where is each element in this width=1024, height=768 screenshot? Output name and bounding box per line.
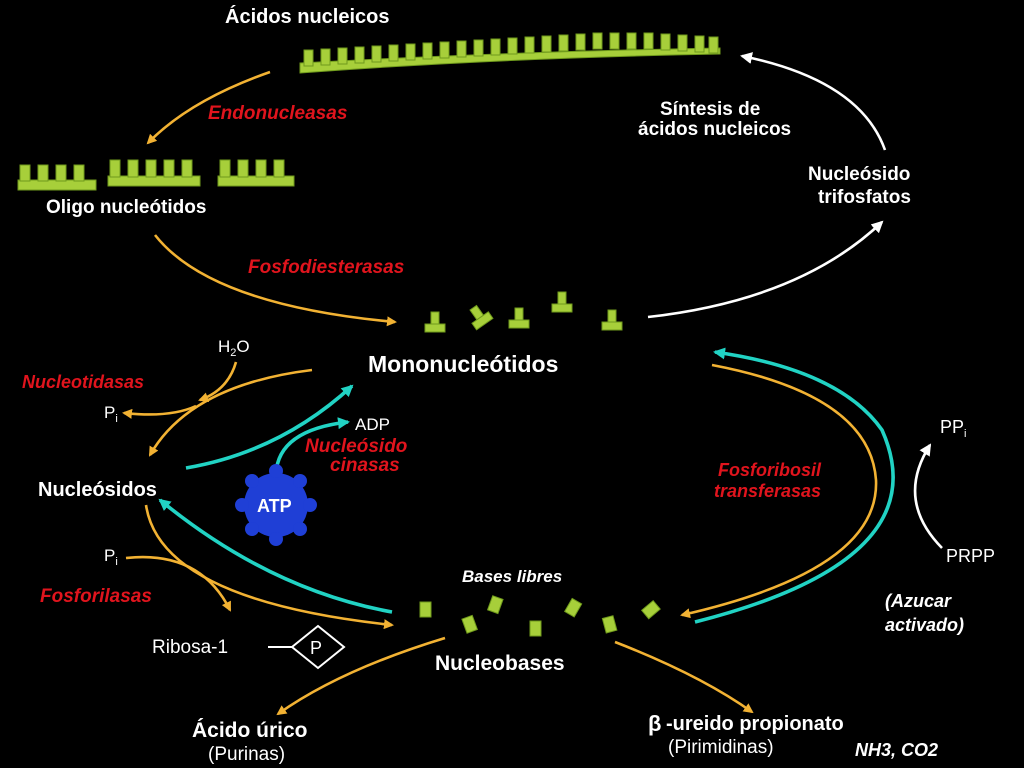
bases-libres-label: Bases libres [462, 567, 562, 586]
nucleotidasas-label: Nucleotidasas [22, 372, 144, 392]
salvage-to-mononucleotidos-arrow [694, 347, 895, 624]
pi-label-top: Pi [104, 403, 118, 425]
synthesis-arrow-lower [647, 220, 884, 319]
acido-urico-label: Ácido úrico [192, 719, 308, 742]
prpp-to-ppi-arrow [913, 443, 943, 549]
fosforibosil-label-line2: transferasas [714, 481, 821, 501]
nucleosido-cinasas-line2: cinasas [330, 455, 400, 476]
oligo-nucleotidos-label: Oligo nucleótidos [46, 197, 206, 218]
ribosa-label: Ribosa-1 [152, 637, 228, 658]
fosforilasas-arrow [144, 504, 394, 630]
nucleotidasas-arrow [148, 368, 313, 457]
nucleosido-trifosfatos-line1: Nucleósido [808, 164, 910, 185]
nh3-co2-label: NH3, CO2 [855, 740, 938, 760]
atp-gear-icon [235, 464, 317, 546]
kinase-arrow [185, 384, 354, 470]
beta-symbol: β [648, 711, 661, 736]
sintesis-label-line2: ácidos nucleicos [638, 119, 791, 140]
salvage-to-nucleosidos-arrow [158, 498, 393, 614]
phosphate-label: P [310, 638, 322, 658]
mononucleotide-icons [424, 291, 623, 333]
purine-degradation-arrow [276, 636, 446, 716]
h2o-arrow [198, 361, 238, 403]
ureido-propionato-label: -ureido propionato [666, 713, 844, 735]
pi-to-ribosa-arrow [125, 555, 232, 612]
endonucleasas-arrow [146, 70, 271, 145]
h2o-label: H2O [218, 337, 250, 359]
azucar-label-line2: activado) [885, 615, 964, 635]
sintesis-label-line1: Síntesis de [660, 99, 760, 120]
fosfodiesterasas-arrow [153, 234, 397, 327]
nucleosido-trifosfatos-line2: trifosfatos [818, 187, 911, 208]
adp-label: ADP [355, 415, 390, 434]
nucleobases-label: Nucleobases [435, 652, 565, 675]
atp-label: ATP [257, 496, 292, 516]
pi-release-arrow [122, 404, 197, 419]
pi-label-bottom: Pi [104, 546, 118, 568]
mononucleotidos-label: Mononucleótidos [368, 351, 558, 377]
oligonucleotide-fragments-icon [17, 159, 295, 191]
fosforibosil-arrow [680, 363, 878, 619]
prpp-label: PRPP [946, 546, 995, 566]
ppi-label: PPi [940, 417, 966, 440]
fosforilasas-label: Fosforilasas [40, 586, 152, 607]
phosphate-diamond-icon [290, 624, 346, 670]
nucleosido-cinasas-line1: Nucleósido [305, 436, 407, 457]
pyrimidine-degradation-arrow [614, 640, 754, 714]
acidos-nucleicos-label: Ácidos nucleicos [225, 5, 390, 28]
synthesis-arrow-upper [740, 52, 887, 151]
purinas-label: (Purinas) [208, 744, 285, 765]
pirimidinas-label: (Pirimidinas) [668, 737, 774, 758]
endonucleasas-label: Endonucleasas [208, 103, 347, 124]
azucar-label-line1: (Azucar [885, 591, 952, 611]
nucleosidos-label: Nucleósidos [38, 479, 157, 501]
fosfodiesterasas-label: Fosfodiesterasas [248, 257, 404, 278]
nucleic-acid-strand-icon [299, 32, 721, 74]
free-base-icons [419, 595, 661, 637]
fosforibosil-label-line1: Fosforibosil [718, 460, 822, 480]
